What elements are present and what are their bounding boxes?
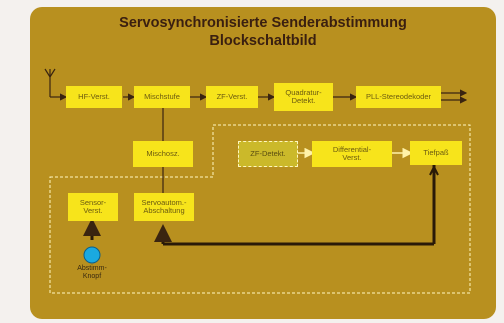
diagram-title: Servosynchronisierte Senderabstimmung xyxy=(119,15,407,31)
block-mixer-oscillator: Mischosz. xyxy=(133,141,193,167)
block-lowpass-filter: Tiefpaß xyxy=(410,141,462,165)
control-loop-boundary xyxy=(49,124,471,294)
block-if-amplifier: ZF-Verst. xyxy=(206,86,258,108)
antenna-icon xyxy=(44,68,56,97)
block-pll-stereo-decoder: PLL-Stereodekoder xyxy=(356,86,441,108)
tuning-knob-icon xyxy=(83,246,101,264)
block-mixer: Mischstufe xyxy=(134,86,190,108)
diagram-subtitle: Blockschaltbild xyxy=(209,33,317,49)
block-differential-amplifier: Differential- Verst. xyxy=(312,141,392,167)
block-servo-shutoff: Servoautom.- Abschaltung xyxy=(134,193,194,221)
block-if-detector: ZF-Detekt. xyxy=(238,141,298,167)
tuning-knob-label: Abstimm- Knopf xyxy=(77,265,107,280)
diagram-connections xyxy=(44,68,471,294)
block-sensor-amplifier: Sensor- Verst. xyxy=(68,193,118,221)
block-quadrature-detector: Quadratur- Detekt. xyxy=(274,83,333,111)
block-hf-amplifier: HF-Verst. xyxy=(66,86,122,108)
diagram-panel: Servosynchronisierte Senderabstimmung Bl… xyxy=(30,7,496,319)
